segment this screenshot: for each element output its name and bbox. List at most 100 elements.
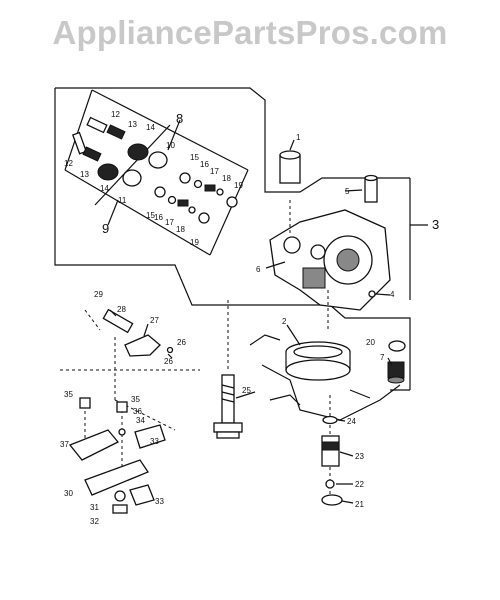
plug-12-lower xyxy=(71,131,88,155)
callout-11: 11 xyxy=(118,196,127,205)
ring-15-upper xyxy=(179,172,191,184)
callout-12b: 12 xyxy=(64,159,73,168)
part-2-ring xyxy=(285,341,351,381)
callout-16b: 16 xyxy=(154,213,163,222)
part-30 xyxy=(84,459,149,496)
spring-13-upper xyxy=(106,124,126,140)
callout-10: 10 xyxy=(166,141,175,150)
callout-35a: 35 xyxy=(64,390,73,399)
callout-12a: 12 xyxy=(111,110,120,119)
callout-26b: 26 xyxy=(164,357,173,366)
ring-18-upper xyxy=(216,188,224,196)
part-33-b xyxy=(129,484,155,506)
part-26-small xyxy=(166,346,174,354)
cap-19-lower xyxy=(198,212,210,224)
part-1-sleeve xyxy=(279,139,301,184)
callout-22: 22 xyxy=(355,480,364,489)
callout-21: 21 xyxy=(355,500,364,509)
callout-19a: 19 xyxy=(234,181,243,190)
spring-13-lower xyxy=(82,146,102,162)
part-20-7-plug xyxy=(387,340,406,384)
callout-2: 2 xyxy=(282,317,287,326)
callout-29: 29 xyxy=(94,290,103,299)
cap-19-upper xyxy=(226,196,238,208)
callout-20: 20 xyxy=(366,338,375,347)
engine-base-casting xyxy=(249,334,401,421)
ring-16-upper xyxy=(193,179,203,189)
callout-6: 6 xyxy=(256,265,261,274)
part-23 xyxy=(321,435,340,467)
part-31 xyxy=(114,490,126,502)
part-37 xyxy=(68,429,120,461)
part-4-screw xyxy=(368,290,376,298)
callout-33b: 33 xyxy=(155,497,164,506)
callout-15b: 15 xyxy=(146,211,155,220)
ring-16-lower xyxy=(167,195,177,205)
kit-outline xyxy=(64,89,249,256)
part-5-pin xyxy=(364,174,378,203)
callout-18a: 18 xyxy=(222,174,231,183)
part-35-b xyxy=(116,401,128,413)
part-28 xyxy=(102,308,134,334)
spring-17-lower xyxy=(177,199,189,207)
callout-17b: 17 xyxy=(165,218,174,227)
callout-37: 37 xyxy=(60,440,69,449)
callout-3: 3 xyxy=(432,217,439,232)
leader-lines xyxy=(107,119,393,504)
callout-14a: 14 xyxy=(146,123,155,132)
callout-5: 5 xyxy=(345,187,350,196)
part-32 xyxy=(112,504,128,514)
valve-11 xyxy=(122,169,142,187)
callout-13b: 13 xyxy=(80,170,89,179)
pump-housing xyxy=(269,200,391,330)
ring-18-lower xyxy=(188,206,196,214)
callout-7: 7 xyxy=(380,353,385,362)
part-27 xyxy=(124,334,161,357)
callout-31: 31 xyxy=(90,503,99,512)
valve-kit-lower xyxy=(71,131,210,224)
part-25-bolt xyxy=(213,300,243,439)
callout-34: 34 xyxy=(136,416,145,425)
callout-19b: 19 xyxy=(190,238,199,247)
callout-4: 4 xyxy=(390,290,395,299)
filter-stack xyxy=(321,395,343,506)
part-35-a xyxy=(79,397,91,409)
callout-labels: 1 2 3 4 5 6 7 8 9 10 11 12 12 13 13 14 1… xyxy=(60,110,439,526)
bracket-parts xyxy=(60,369,200,514)
callout-25: 25 xyxy=(242,386,251,395)
callout-23: 23 xyxy=(355,452,364,461)
callout-15a: 15 xyxy=(190,153,199,162)
callout-35b: 35 xyxy=(131,395,140,404)
callout-14b: 14 xyxy=(100,184,109,193)
part-33-a xyxy=(134,424,166,449)
callout-32: 32 xyxy=(90,517,99,526)
callout-36: 36 xyxy=(133,407,142,416)
plug-12-upper xyxy=(86,116,108,134)
callout-9: 9 xyxy=(102,221,109,236)
valve-kit-upper xyxy=(86,116,238,208)
spring-17-upper xyxy=(204,184,216,192)
callout-24: 24 xyxy=(347,417,356,426)
ring-15-lower xyxy=(154,186,166,198)
callout-26a: 26 xyxy=(177,338,186,347)
callout-17a: 17 xyxy=(210,167,219,176)
callout-30: 30 xyxy=(64,489,73,498)
callout-28: 28 xyxy=(117,305,126,314)
callout-18b: 18 xyxy=(176,225,185,234)
callout-1: 1 xyxy=(296,133,301,142)
seat-14-upper xyxy=(127,143,149,161)
part-22 xyxy=(325,479,335,489)
seat-14-lower xyxy=(97,163,119,181)
callout-33a: 33 xyxy=(150,437,159,446)
part-21 xyxy=(321,494,343,506)
callout-13a: 13 xyxy=(128,120,137,129)
callout-8: 8 xyxy=(176,111,183,126)
linkage-parts xyxy=(84,308,176,431)
valve-10 xyxy=(148,151,168,169)
callout-27: 27 xyxy=(150,316,159,325)
watermark-logo: AppliancePartsPros.com xyxy=(52,14,448,51)
part-34 xyxy=(118,428,126,436)
part-24 xyxy=(322,415,338,425)
subassembly-bracket xyxy=(54,87,428,391)
